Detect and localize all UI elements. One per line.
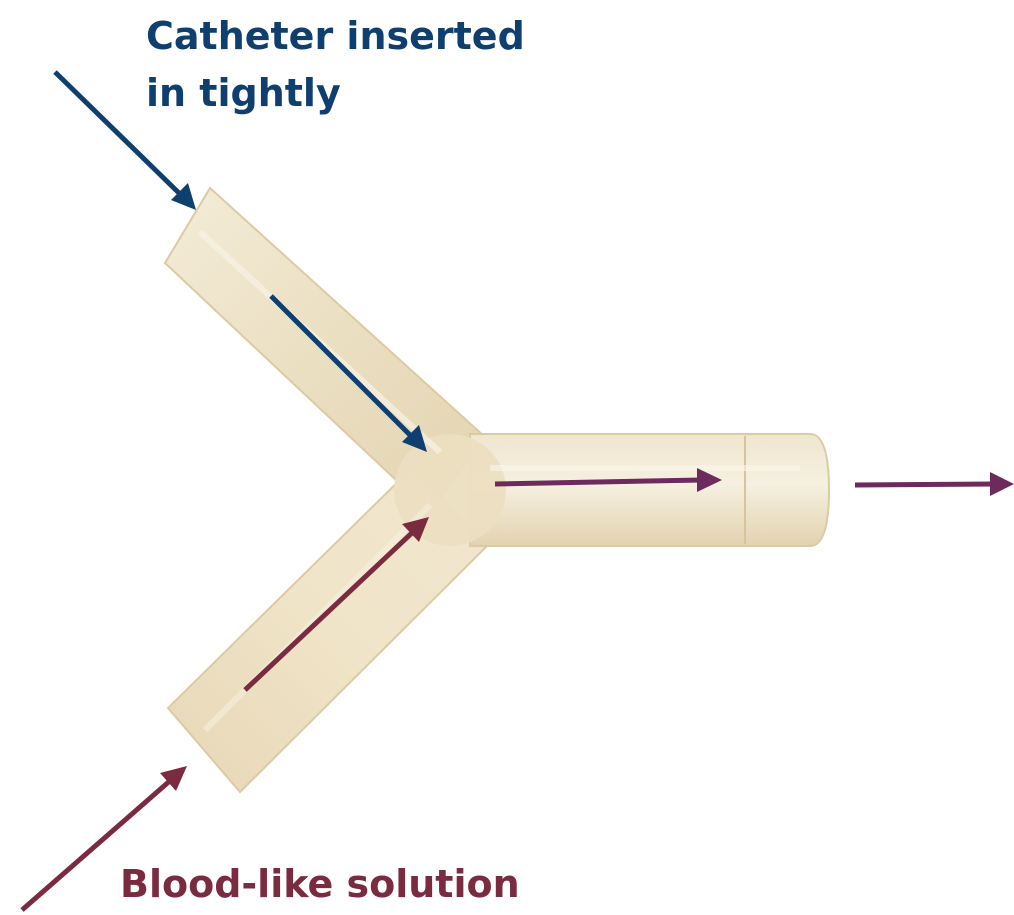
catheter-label-line2: in tightly xyxy=(146,65,525,122)
catheter-label-line1: Catheter inserted xyxy=(146,8,525,65)
flow-arrow-outside xyxy=(855,472,1014,496)
blood-label: Blood-like solution xyxy=(120,856,520,913)
y-connector-icon xyxy=(165,188,829,792)
right-arm xyxy=(470,434,829,546)
catheter-label: Catheter inserted in tightly xyxy=(146,8,525,122)
blood-label-text: Blood-like solution xyxy=(120,856,520,913)
